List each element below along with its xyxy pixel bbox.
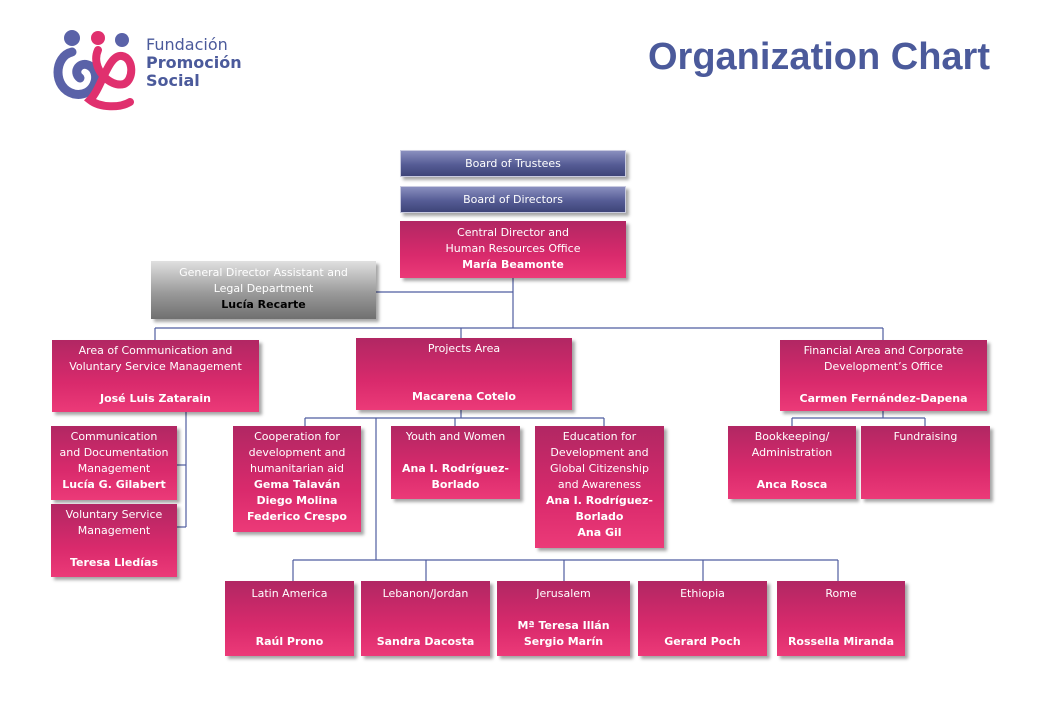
cooperation-name-1: Gema Talaván — [253, 478, 341, 491]
fundraising-box: Fundraising — [861, 426, 990, 499]
logo-line-2: Promoción — [146, 53, 242, 72]
board-of-trustees-title: Board of Trustees — [465, 157, 561, 170]
fundraising-title: Fundraising — [893, 430, 958, 443]
general-director-assistant-box: General Director Assistant and Legal Dep… — [151, 261, 376, 319]
ethiopia-box: Ethiopia Gerard Poch — [638, 581, 767, 656]
ethiopia-title: Ethiopia — [680, 587, 725, 600]
cooperation-title-3: humanitarian aid — [249, 462, 345, 475]
projects-area-title: Projects Area — [427, 342, 501, 355]
voluntary-title-1: Voluntary Service — [65, 508, 163, 521]
logo-line-3: Social — [146, 71, 200, 90]
lebanon-jordan-box: Lebanon/Jordan Sandra Dacosta — [361, 581, 490, 656]
logo-swirl-pink — [84, 46, 136, 111]
assistant-title-2: Legal Department — [213, 282, 314, 295]
page-title: Organization Chart — [647, 36, 990, 78]
bookkeeping-title-2: Administration — [751, 446, 833, 459]
youth-name-1: Ana I. Rodríguez- — [402, 462, 509, 475]
bookkeeping-title-1: Bookkeeping/ — [754, 430, 830, 443]
comm-doc-title-1: Communication — [70, 430, 158, 443]
rome-name: Rossella Miranda — [787, 635, 895, 648]
communication-area-name: José Luis Zatarain — [99, 392, 211, 405]
communication-area-title-2: Voluntary Service Management — [69, 360, 242, 373]
lebanon-title: Lebanon/Jordan — [382, 587, 469, 600]
latin-america-name: Raúl Prono — [255, 635, 324, 648]
jerusalem-title: Jerusalem — [536, 587, 591, 600]
communication-area-title-1: Area of Communication and — [78, 344, 233, 357]
cooperation-box: Cooperation for development and humanita… — [233, 426, 361, 532]
cooperation-name-2: Diego Molina — [256, 494, 338, 507]
voluntary-service-box: Voluntary Service Management Teresa Lled… — [51, 504, 177, 577]
latin-america-box: Latin America Raúl Prono — [225, 581, 354, 656]
central-director-title-1: Central Director and — [457, 226, 569, 239]
central-director-box: Central Director and Human Resources Off… — [400, 221, 626, 278]
jerusalem-name-2: Sergio Marín — [523, 635, 604, 648]
ethiopia-name: Gerard Poch — [664, 635, 741, 648]
board-of-directors-box: Board of Directors — [400, 186, 626, 213]
logo-head-blue-right — [115, 33, 129, 47]
education-name-3: Ana Gil — [577, 526, 622, 539]
central-director-name: María Beamonte — [462, 258, 564, 271]
logo-head-blue-left — [64, 30, 80, 46]
education-name-2: Borlado — [575, 510, 624, 523]
jerusalem-box: Jerusalem Mª Teresa Illán Sergio Marín — [497, 581, 630, 656]
education-box: Education for Development and Global Cit… — [535, 426, 664, 548]
voluntary-name: Teresa Lledías — [69, 556, 159, 569]
board-of-directors-title: Board of Directors — [463, 193, 563, 206]
logo-mark — [53, 30, 136, 111]
comm-doc-title-2: and Documentation — [59, 446, 169, 459]
voluntary-title-2: Management — [77, 524, 151, 537]
youth-name-2: Borlado — [431, 478, 480, 491]
logo-head-pink — [91, 31, 105, 45]
comm-doc-name: Lucía G. Gilabert — [62, 478, 166, 491]
latin-america-title: Latin America — [251, 587, 328, 600]
central-director-title-2: Human Resources Office — [445, 242, 581, 255]
assistant-name: Lucía Recarte — [221, 298, 306, 311]
communication-area-box: Area of Communication and Voluntary Serv… — [52, 340, 259, 412]
cooperation-name-3: Federico Crespo — [247, 510, 347, 523]
assistant-title-1: General Director Assistant and — [179, 266, 348, 279]
bookkeeping-name: Anca Rosca — [756, 478, 828, 491]
rome-box: Rome Rossella Miranda — [777, 581, 905, 656]
education-title-3: Global Citizenship — [550, 462, 649, 475]
logo-line-1: Fundación — [146, 35, 228, 54]
financial-area-title-1: Financial Area and Corporate — [803, 344, 964, 357]
cooperation-title-2: development and — [248, 446, 346, 459]
projects-area-box: Projects Area Macarena Cotelo — [356, 338, 572, 410]
logo-wordmark: Fundación Promoción Social — [146, 36, 242, 90]
youth-women-box: Youth and Women Ana I. Rodríguez- Borlad… — [391, 426, 520, 499]
education-title-4: and Awareness — [557, 478, 642, 491]
financial-area-title-2: Development’s Office — [824, 360, 943, 373]
education-name-1: Ana I. Rodríguez- — [546, 494, 653, 507]
cooperation-title-1: Cooperation for — [254, 430, 340, 443]
bookkeeping-box: Bookkeeping/ Administration Anca Rosca — [728, 426, 856, 499]
youth-title: Youth and Women — [405, 430, 506, 443]
comm-doc-box: Communication and Documentation Manageme… — [51, 426, 177, 500]
education-title-2: Development and — [550, 446, 649, 459]
comm-doc-title-3: Management — [77, 462, 151, 475]
logo-swirl-blue — [53, 47, 100, 99]
education-title-1: Education for — [562, 430, 637, 443]
board-of-trustees-box: Board of Trustees — [400, 150, 626, 177]
lebanon-name: Sandra Dacosta — [376, 635, 475, 648]
projects-area-name: Macarena Cotelo — [412, 390, 516, 403]
financial-area-box: Financial Area and Corporate Development… — [780, 340, 987, 411]
rome-title: Rome — [825, 587, 857, 600]
jerusalem-name-1: Mª Teresa Illán — [517, 619, 610, 632]
financial-area-name: Carmen Fernández-Dapena — [799, 392, 968, 405]
